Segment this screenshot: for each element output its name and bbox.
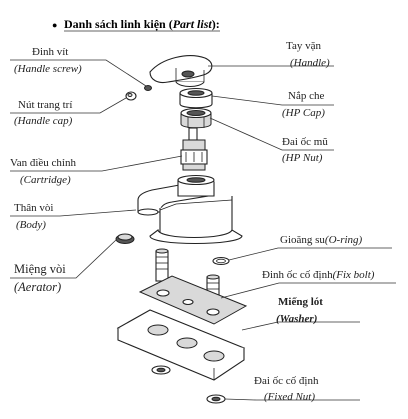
- label-body-vn: Thân vòi: [14, 202, 53, 214]
- handle-screw-part: [144, 85, 152, 91]
- fix-bolt-left-part: [155, 248, 169, 282]
- leader-cartridge: [10, 155, 183, 172]
- label-aerator-vn: Miệng vòi: [14, 262, 66, 276]
- label-fixed-nut-vn: Đai ốc cố định: [254, 375, 319, 387]
- hp-nut-part: [180, 107, 212, 129]
- hp-cap-part: [179, 87, 213, 109]
- label-hp-nut-en: (HP Nut): [282, 152, 323, 164]
- label-body-en: (Body): [16, 219, 46, 231]
- leader-hp-nut: [209, 117, 334, 151]
- fixed-nut-right-part: [206, 394, 226, 404]
- label-handle-cap-en: (Handle cap): [14, 115, 73, 127]
- label-fixed-nut-en: (Fixed Nut): [264, 391, 315, 403]
- label-aerator-en: (Aerator): [14, 280, 61, 294]
- washer-upper-part: [138, 275, 248, 325]
- o-ring-part: [212, 256, 230, 266]
- label-cartridge-vn: Van điều chỉnh: [10, 157, 76, 169]
- label-handle-screw-en: (Handle screw): [14, 63, 82, 75]
- washer-lower-part: [116, 309, 246, 381]
- label-washer-vn: Miếng lót: [278, 296, 323, 308]
- label-washer-en: (Washer): [276, 313, 317, 325]
- body-part: [137, 174, 243, 244]
- fixed-nut-left-part: [151, 365, 171, 375]
- aerator-part: [115, 233, 135, 244]
- label-cartridge-en: (Cartridge): [20, 174, 71, 186]
- label-hp-cap-en: (HP Cap): [282, 107, 325, 119]
- leader-handle-screw: [10, 59, 147, 87]
- leader-body: [10, 209, 137, 217]
- label-hp-nut-vn: Đai ốc mũ: [282, 136, 328, 148]
- leader-fixed-nut: [224, 398, 360, 401]
- leader-hp-cap: [211, 95, 334, 106]
- label-handle-vn: Tay vặn: [286, 40, 321, 52]
- bullet: ●: [52, 20, 57, 30]
- label-hp-cap-vn: Nắp che: [288, 90, 324, 102]
- leader-handle-cap: [10, 97, 127, 114]
- leader-washer: [241, 321, 360, 331]
- cartridge-part: [180, 127, 208, 171]
- label-handle-en: (Handle): [290, 57, 330, 69]
- label-o-ring: Gioăng su(O-ring): [280, 234, 363, 246]
- leader-fix-bolt: [220, 282, 396, 299]
- label-handle-cap-vn: Nút trang trí: [18, 99, 72, 111]
- diagram-title: Danh sách linh kiện (Part list):: [64, 17, 220, 31]
- label-handle-screw-vn: Đinh vít: [32, 46, 68, 58]
- handle-part: [149, 55, 213, 88]
- leader-aerator: [10, 239, 117, 279]
- handle-cap-part: [125, 91, 137, 101]
- label-fix-bolt: Đinh ốc cố định(Fix bolt): [262, 269, 375, 281]
- leader-o-ring: [228, 247, 392, 261]
